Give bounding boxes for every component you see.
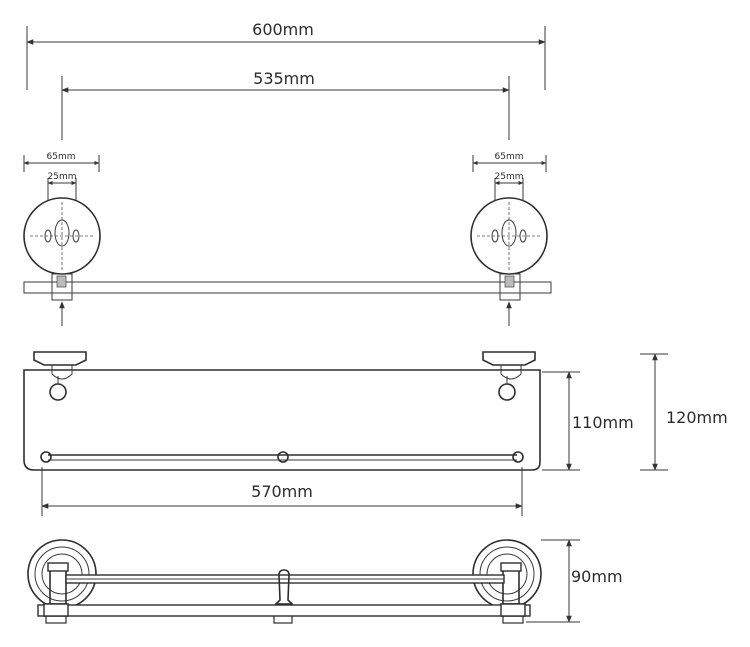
right-wall-flange [470,197,548,275]
right-rosette [472,539,542,609]
height-unit: mm [591,567,622,586]
shelf-depth-label: 110mm [572,413,634,432]
top-view: 600mm 535mm 65mm 25mm 65mm 25mm [23,20,552,326]
hole-spacing-left-label: 25mm [48,172,77,182]
left-rosette [27,539,97,609]
right-shelf-bracket [482,351,536,401]
right-bracket-post [499,273,521,301]
middle-view: 110mm 120mm 570mm [23,351,728,516]
left-bracket-post [51,273,73,301]
height-value: 90 [571,567,591,586]
top-rail [65,574,505,584]
height-label: 90mm [571,567,623,586]
left-wall-flange [23,197,101,275]
left-shelf-bracket [33,351,87,401]
left-screw-icon [56,275,67,288]
hole-spacing-right-label: 25mm [495,172,524,182]
overall-width-label: 600mm [252,20,314,39]
flange-left-label: 65mm [47,152,76,162]
right-screw-icon [504,275,515,288]
front-rail [40,451,524,463]
rail-length-label: 570mm [251,482,313,501]
glass-shelf-edge [37,603,531,617]
total-depth-label: 120mm [666,408,728,427]
front-elevation: 90mm [27,539,623,624]
shelf-plan-outline [23,281,552,294]
flange-right-label: 65mm [495,152,524,162]
bracket-spacing-label: 535mm [253,69,315,88]
glass-shelf-outline [23,369,541,471]
